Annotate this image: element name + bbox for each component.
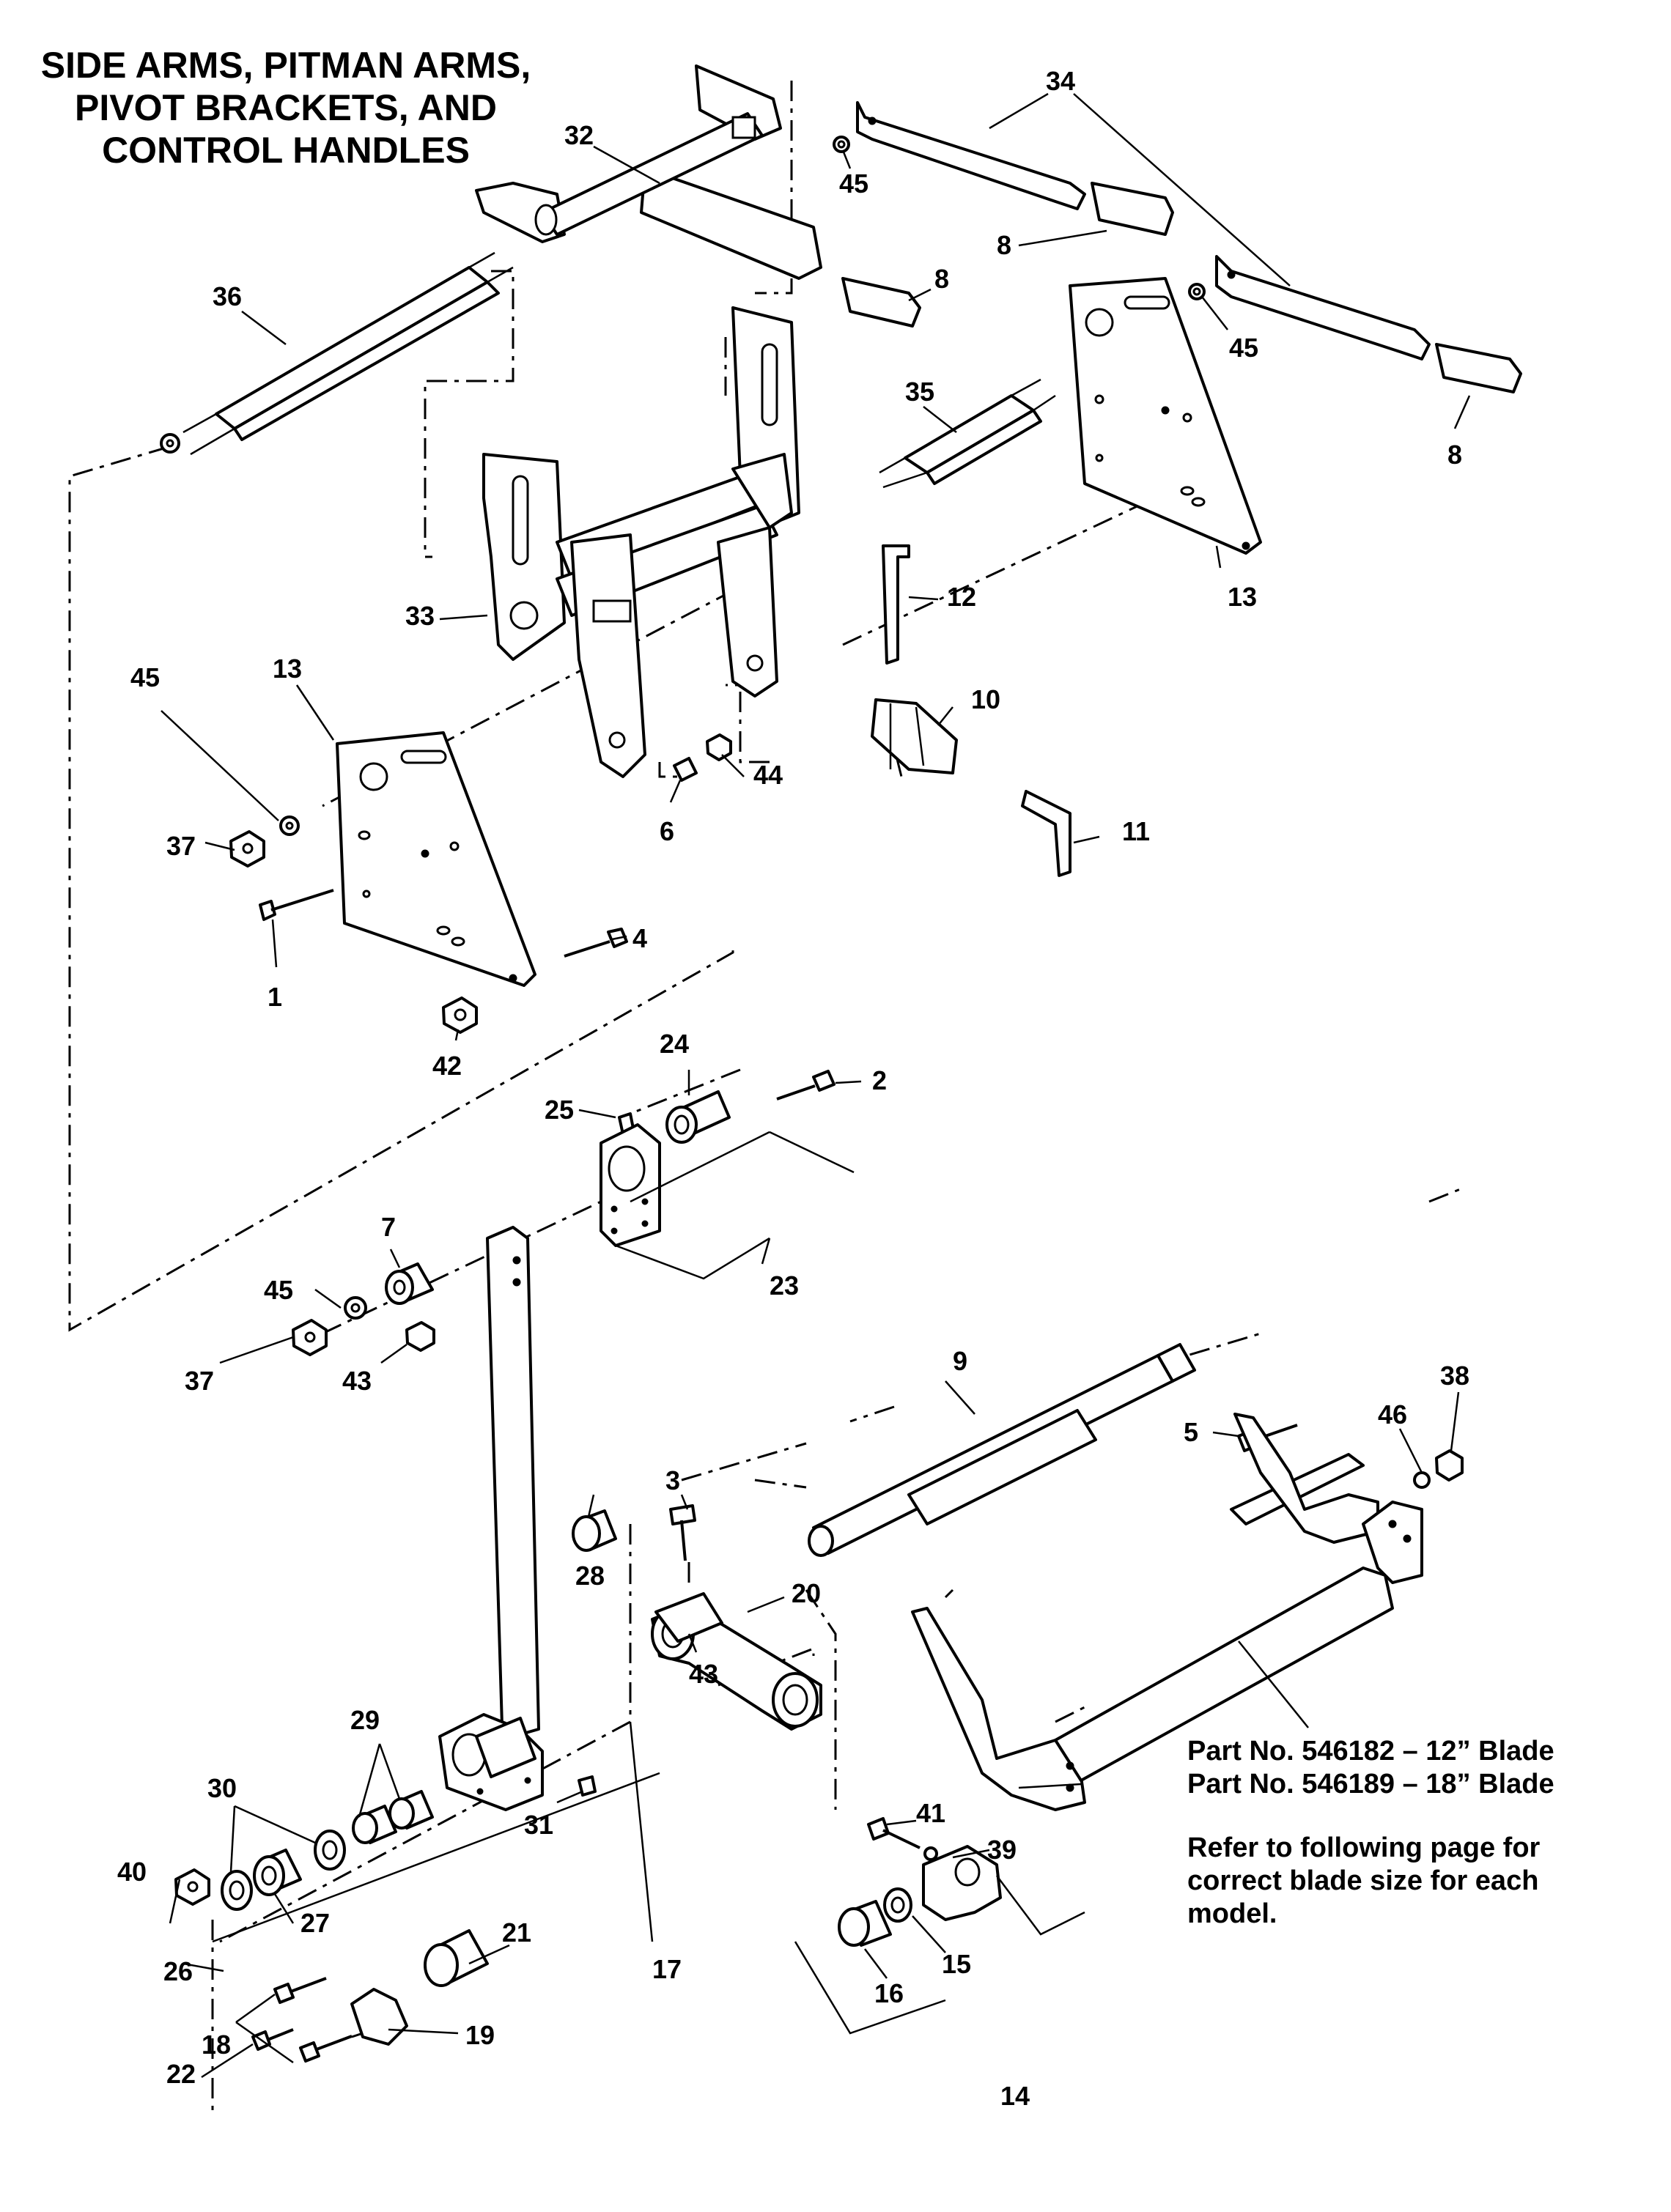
blade-assembly [911, 1413, 1423, 1811]
callout-13: 13 [1228, 582, 1257, 612]
callout-39: 39 [987, 1835, 1017, 1865]
callout-8: 8 [997, 230, 1011, 260]
callout-44: 44 [753, 760, 783, 790]
callout-6: 6 [660, 816, 674, 846]
part-7-spacer [385, 1262, 434, 1305]
callout-3: 3 [665, 1465, 680, 1495]
part-19-crank-plate [350, 1988, 408, 2046]
part-10-clamp [871, 698, 958, 774]
callout-36: 36 [213, 281, 242, 311]
part-8-handle-grips [841, 182, 1522, 393]
callout-13: 13 [273, 654, 302, 684]
note-part-18-blade: Part No. 546189 – 18” Blade [1187, 1769, 1554, 1799]
callout-45: 45 [839, 169, 868, 199]
callout-30: 30 [207, 1773, 237, 1803]
callout-34: 34 [1046, 66, 1075, 96]
callout-46: 46 [1378, 1399, 1407, 1429]
part-24-bushing [665, 1090, 731, 1144]
callout-35: 35 [905, 377, 934, 407]
part-17-side-arm [438, 1226, 544, 1811]
callout-18: 18 [202, 2030, 231, 2060]
callout-37: 37 [185, 1366, 214, 1396]
part-12-pin [882, 544, 910, 665]
part-13-pivot-plate-left [336, 731, 536, 987]
part-23-flange-bearing [600, 1123, 661, 1247]
callout-21: 21 [502, 1917, 531, 1947]
callout-22: 22 [166, 2059, 196, 2089]
callout-45: 45 [130, 662, 160, 692]
callout-11: 11 [1122, 816, 1150, 846]
part-13-pivot-plate-right [1069, 277, 1262, 555]
part-34-control-handles [856, 101, 1431, 360]
callout-19: 19 [465, 2020, 495, 2050]
part-16-bushing [838, 1900, 892, 1947]
callout-16: 16 [874, 1978, 904, 2008]
callout-33: 33 [405, 601, 435, 631]
part-36-long-spacer [182, 251, 514, 456]
callout-28: 28 [575, 1561, 605, 1591]
note-refer-line-3: model. [1187, 1898, 1277, 1929]
part-29-bushings [352, 1790, 434, 1844]
callout-4: 4 [632, 923, 647, 953]
callout-1: 1 [268, 982, 282, 1012]
callout-15: 15 [942, 1949, 971, 1979]
callout-2: 2 [872, 1065, 887, 1095]
callout-43: 43 [342, 1366, 372, 1396]
callout-43: 43 [689, 1659, 718, 1689]
part-33-pitman-bracket [482, 306, 800, 778]
part-35-short-spacer [879, 378, 1056, 489]
callout-26: 26 [163, 1956, 193, 1986]
title-line-3: CONTROL HANDLES [102, 130, 470, 171]
title-line-1: SIDE ARMS, PITMAN ARMS, [40, 45, 531, 86]
part-27-bearing [253, 1849, 302, 1896]
callout-27: 27 [300, 1908, 330, 1938]
callout-24: 24 [660, 1029, 689, 1059]
callout-20: 20 [792, 1578, 821, 1608]
blade-part-notes: Part No. 546182 – 12” Blade Part No. 546… [1187, 1735, 1554, 1931]
part-32-pivot-shaft [475, 64, 822, 280]
callout-8: 8 [934, 264, 949, 294]
part-39-crank [922, 1845, 1002, 1921]
part-20-pitman-arm [651, 1592, 822, 1731]
callout-numbers: 32 34 45 8 8 45 8 36 35 13 12 10 11 33 4… [117, 66, 1469, 2111]
callout-31: 31 [524, 1810, 553, 1840]
callout-23: 23 [770, 1270, 799, 1301]
part-9-blade-shaft [808, 1343, 1196, 1557]
part-11-l-handle [1021, 790, 1071, 877]
title-line-2: PIVOT BRACKETS, AND [75, 87, 497, 128]
part-21-bushing [424, 1929, 489, 1987]
callout-7: 7 [381, 1212, 396, 1242]
callout-45: 45 [1229, 333, 1258, 363]
callout-10: 10 [971, 684, 1000, 714]
callout-12: 12 [947, 582, 976, 612]
callout-5: 5 [1184, 1417, 1198, 1447]
callout-38: 38 [1440, 1361, 1469, 1391]
part-15-washer [883, 1887, 912, 1923]
callout-41: 41 [916, 1798, 945, 1828]
callout-9: 9 [953, 1346, 967, 1376]
callout-42: 42 [432, 1051, 462, 1081]
callout-37: 37 [166, 831, 196, 861]
callout-14: 14 [1000, 2081, 1030, 2111]
leader-lines [161, 92, 1471, 2079]
callout-29: 29 [350, 1705, 380, 1735]
note-refer-line-1: Refer to following page for [1187, 1832, 1541, 1863]
callout-32: 32 [564, 120, 594, 150]
callout-45: 45 [264, 1275, 293, 1305]
diagram-title: SIDE ARMS, PITMAN ARMS, PIVOT BRACKETS, … [22, 44, 550, 171]
callout-8: 8 [1447, 440, 1462, 470]
callout-40: 40 [117, 1857, 147, 1887]
callout-17: 17 [652, 1954, 682, 1984]
note-part-12-blade: Part No. 546182 – 12” Blade [1187, 1736, 1554, 1767]
part-28-bushing [572, 1509, 617, 1552]
callout-25: 25 [545, 1095, 574, 1125]
part-30-washers [221, 1830, 346, 1911]
note-refer-line-2: correct blade size for each [1187, 1865, 1539, 1896]
